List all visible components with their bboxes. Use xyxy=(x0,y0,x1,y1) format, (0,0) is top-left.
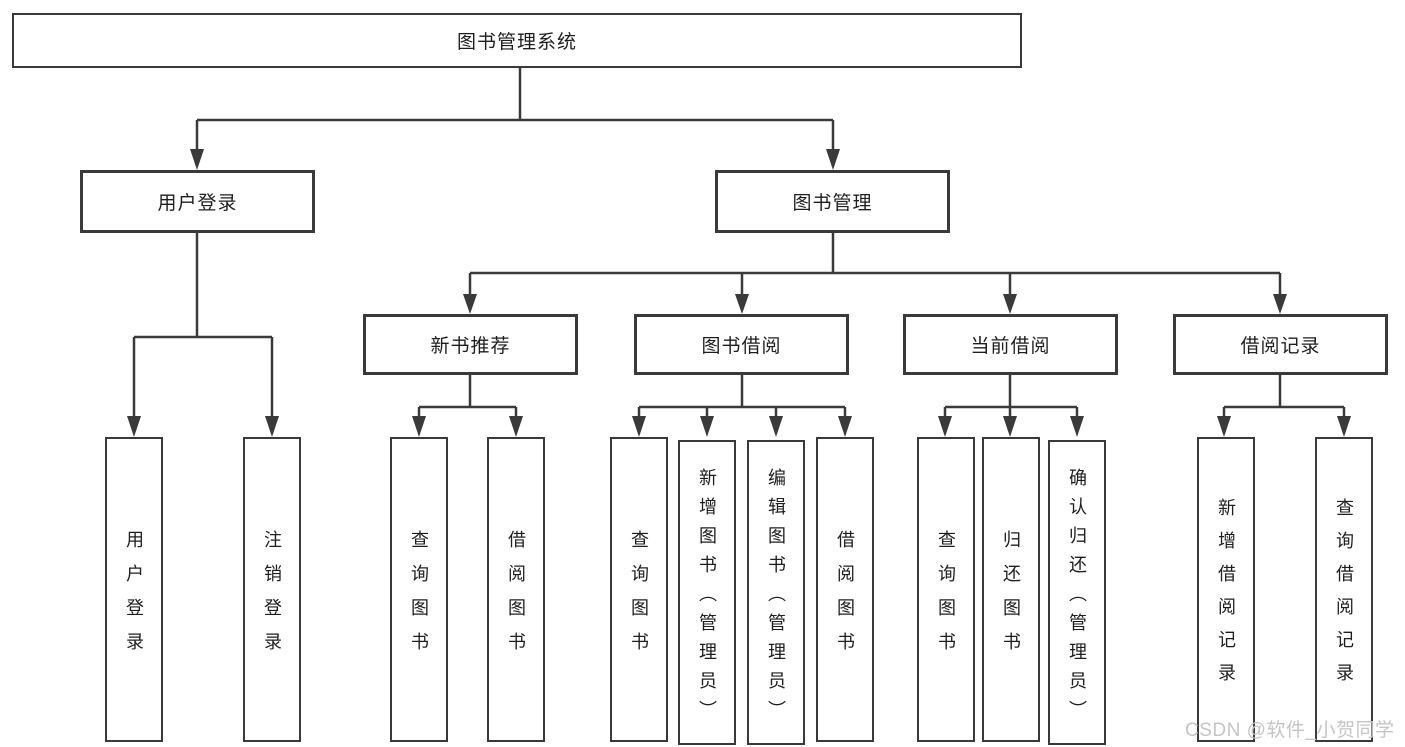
leaf-borrow-add-books-admin-label: 新增图书（管理员） xyxy=(697,467,717,729)
leaf-borrow-borrow-books: 借阅图书 xyxy=(816,437,874,742)
leaf-current-confirm-return-admin-label: 确认归还（管理员） xyxy=(1067,467,1087,729)
leaf-records-query-record: 查询借阅记录 xyxy=(1315,437,1373,742)
leaf-current-query-books-label: 查询图书 xyxy=(936,529,956,666)
leaf-user-login: 用户登录 xyxy=(105,437,163,742)
node-root-label: 图书管理系统 xyxy=(456,32,577,53)
arrowheads xyxy=(127,149,1351,437)
leaf-recommend-query-books: 查询图书 xyxy=(390,437,448,742)
node-user-login-label: 用户登录 xyxy=(157,193,238,214)
leaf-borrow-add-books-admin: 新增图书（管理员） xyxy=(678,440,736,745)
node-borrow-records: 借阅记录 xyxy=(1173,314,1388,375)
leaf-borrow-borrow-books-label: 借阅图书 xyxy=(835,529,855,666)
node-current-borrow: 当前借阅 xyxy=(903,314,1118,375)
leaf-recommend-query-books-label: 查询图书 xyxy=(409,529,429,666)
node-book-management: 图书管理 xyxy=(715,170,950,233)
leaf-logout-label: 注销登录 xyxy=(262,529,282,666)
node-new-book-recommend: 新书推荐 xyxy=(363,314,578,375)
node-user-login: 用户登录 xyxy=(80,170,315,233)
node-borrow-records-label: 借阅记录 xyxy=(1240,336,1321,357)
leaf-records-add-record: 新增借阅记录 xyxy=(1197,437,1255,742)
leaf-recommend-borrow-books: 借阅图书 xyxy=(487,437,545,742)
leaf-records-query-record-label: 查询借阅记录 xyxy=(1334,498,1354,696)
node-root: 图书管理系统 xyxy=(12,13,1022,68)
leaf-logout: 注销登录 xyxy=(243,437,301,742)
leaf-user-login-label: 用户登录 xyxy=(124,529,144,666)
node-new-book-recommend-label: 新书推荐 xyxy=(430,336,511,357)
node-book-borrow-label: 图书借阅 xyxy=(701,336,782,357)
leaf-current-confirm-return-admin: 确认归还（管理员） xyxy=(1048,440,1106,745)
leaf-borrow-query-books: 查询图书 xyxy=(610,437,668,742)
leaf-records-add-record-label: 新增借阅记录 xyxy=(1216,498,1236,696)
node-book-management-label: 图书管理 xyxy=(792,193,873,214)
node-current-borrow-label: 当前借阅 xyxy=(970,336,1051,357)
leaf-borrow-edit-books-admin-label: 编辑图书（管理员） xyxy=(766,467,786,729)
leaf-current-return-books: 归还图书 xyxy=(982,437,1040,742)
leaf-current-query-books: 查询图书 xyxy=(917,437,975,742)
node-book-borrow: 图书借阅 xyxy=(634,314,849,375)
csdn-watermark: CSDN @软件_小贺同学 xyxy=(1185,720,1395,741)
leaf-borrow-query-books-label: 查询图书 xyxy=(629,529,649,666)
tree-edges xyxy=(132,68,1346,418)
leaf-current-return-books-label: 归还图书 xyxy=(1001,529,1021,666)
leaf-recommend-borrow-books-label: 借阅图书 xyxy=(506,529,526,666)
leaf-borrow-edit-books-admin: 编辑图书（管理员） xyxy=(747,440,805,745)
